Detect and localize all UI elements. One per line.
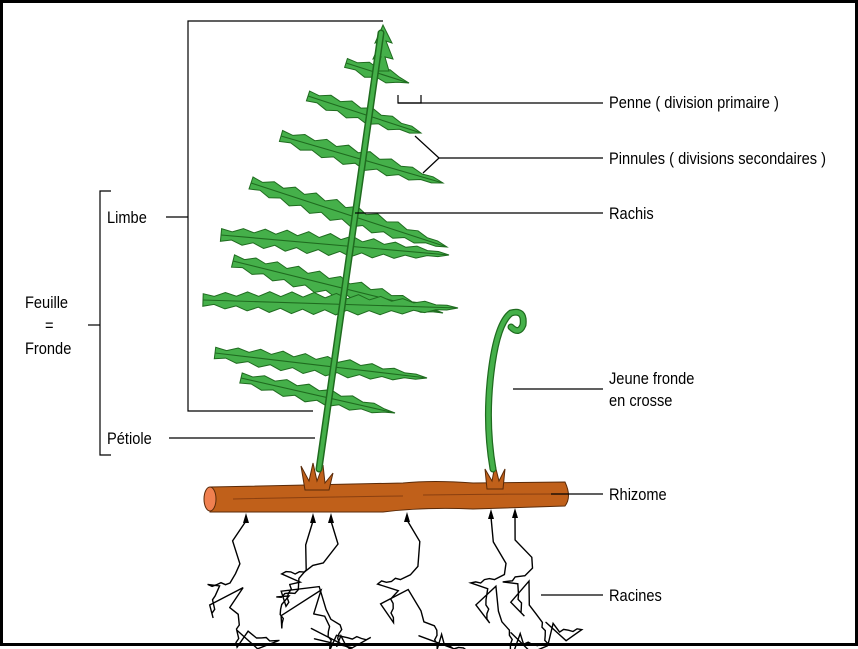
label-pinnules: Pinnules ( divisions secondaires ) [609,149,826,169]
root [276,513,371,649]
label-fronde: Fronde [25,339,71,359]
label-petiole: Pétiole [107,429,152,449]
label-limbe: Limbe [107,208,147,228]
label-jeune-fronde-line2: en crosse [609,391,672,411]
root [281,513,366,649]
rhizome-icon [204,482,569,513]
fiddlehead-icon [488,312,523,469]
label-jeune-fronde-line1: Jeune fronde [609,369,694,389]
pinna [203,292,458,315]
root [471,509,547,649]
label-penne: Penne ( division primaire ) [609,93,779,113]
root [503,508,582,644]
label-racines: Racines [609,586,662,606]
label-rachis: Rachis [609,204,654,224]
label-rhizome: Rhizome [609,485,667,505]
label-equals: = [45,316,54,336]
label-feuille: Feuille [25,293,68,313]
root [208,513,280,649]
root [378,512,468,649]
pinna [306,91,421,133]
roots-icon [208,508,582,649]
fern-frond-icon [203,25,458,469]
